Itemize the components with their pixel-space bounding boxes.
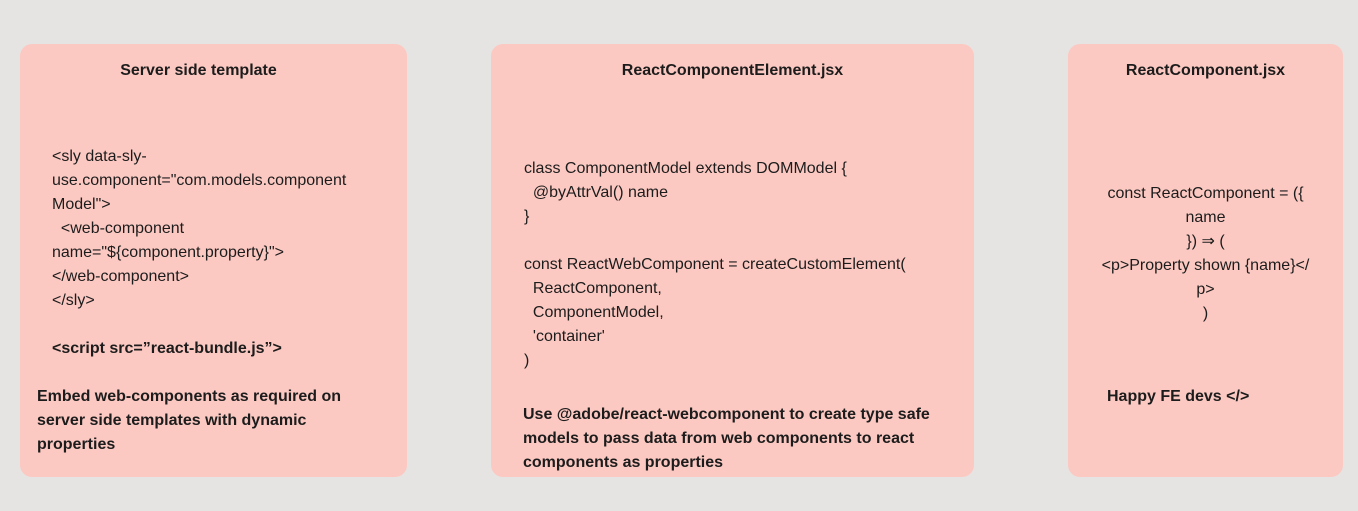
code-line: p> — [1196, 281, 1215, 298]
code-line: name="${component.property}"> — [52, 244, 284, 261]
code-block: const ReactComponent = ({ name }) ⇒ ( <p… — [1074, 182, 1337, 326]
code-block: <sly data-sly- use.component="com.models… — [52, 145, 395, 361]
code-line: }) ⇒ ( — [1186, 233, 1225, 250]
code-line: </sly> — [52, 292, 95, 309]
code-line-blank — [52, 313, 395, 337]
card-react-component: ReactComponent.jsx const ReactComponent … — [1068, 44, 1343, 477]
code-line-blank — [524, 229, 962, 253]
card-server-side-template: Server side template <sly data-sly- use.… — [20, 44, 407, 477]
code-line: use.component="com.models.component — [52, 172, 347, 189]
code-line: const ReactComponent = ({ — [1107, 185, 1304, 202]
code-line: 'container' — [524, 328, 605, 345]
code-line: ) — [1202, 305, 1209, 322]
code-line: @byAttrVal() name — [524, 184, 668, 201]
code-line: const ReactWebComponent = createCustomEl… — [524, 256, 906, 273]
card-caption: Use @adobe/react-webcomponent to create … — [523, 406, 930, 471]
code-line: <sly data-sly- — [52, 148, 147, 165]
code-line: <p>Property shown {name}</ — [1101, 257, 1310, 274]
code-line-script-tag: <script src=”react-bundle.js”> — [52, 340, 282, 357]
card-title: Server side template — [120, 62, 277, 79]
code-line: </web-component> — [52, 268, 189, 285]
card-title: ReactComponentElement.jsx — [621, 62, 844, 79]
code-line: ) — [524, 352, 530, 369]
code-block: class ComponentModel extends DOMModel { … — [524, 157, 962, 373]
code-line: ReactComponent, — [524, 280, 662, 297]
code-line: name — [1185, 209, 1226, 226]
card-caption: Happy FE devs </> — [1107, 388, 1250, 405]
code-line: <web-component — [52, 220, 185, 237]
code-line: class ComponentModel extends DOMModel { — [524, 160, 847, 177]
code-line: } — [524, 208, 530, 225]
code-line: Model"> — [52, 196, 111, 213]
code-line: ComponentModel, — [524, 304, 664, 321]
card-title: ReactComponent.jsx — [1125, 62, 1286, 79]
card-react-component-element: ReactComponentElement.jsx class Componen… — [491, 44, 974, 477]
card-caption: Embed web-components as required on serv… — [37, 388, 342, 453]
